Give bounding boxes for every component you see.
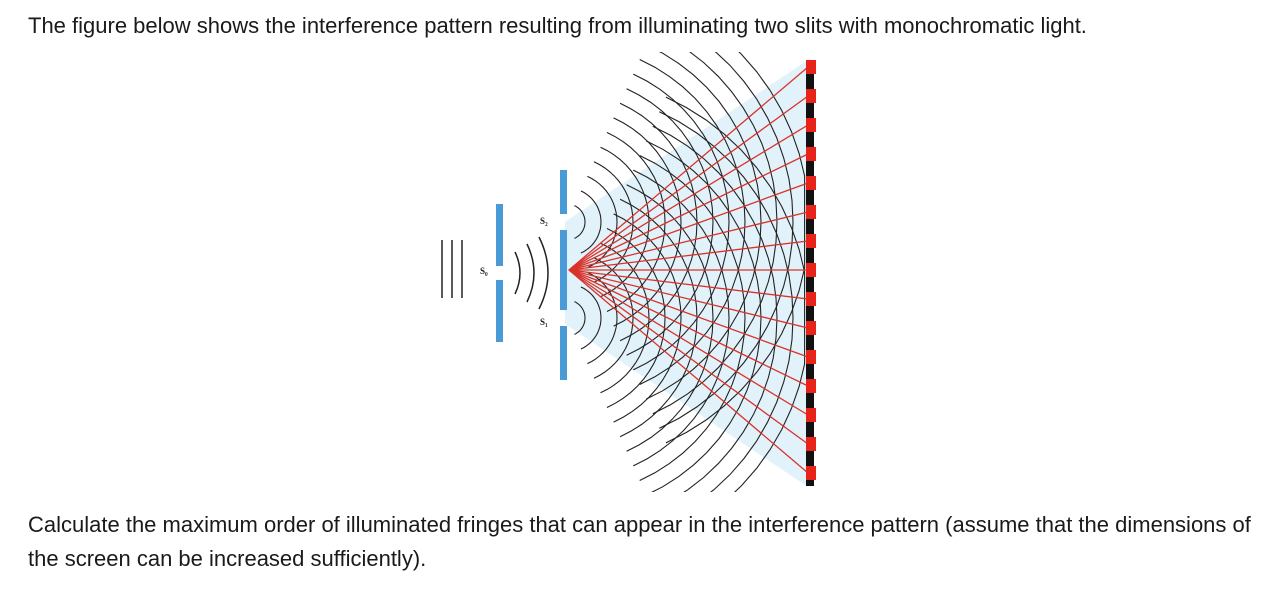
wavelet-arc [639,155,746,481]
fringe-ray [568,153,809,271]
circular-wave-3 [538,236,549,310]
bright-fringe [806,321,816,335]
wavelet-arc [652,52,778,415]
second-barrier-bottom [560,326,567,380]
wavelet-arc [626,88,714,356]
fringe-ray [568,240,809,271]
bright-fringe [806,408,816,422]
intro-text: The figure below shows the interference … [28,13,1087,38]
bright-fringe [806,60,816,74]
first-barrier-bottom [496,280,503,342]
wavelet-arc [665,96,806,492]
wavelet-arc [580,190,602,254]
fringe-ray [568,269,809,300]
fringe-ray [568,182,809,271]
bright-fringe [806,176,816,190]
screen-fringes [806,60,816,480]
wavelet-arc [593,161,634,283]
fringe-ray [568,269,809,474]
wavelet-arc [606,228,666,408]
wavelet-arc [574,205,586,239]
fringe-ray [568,66,809,271]
wavelet-arc [593,257,634,379]
bright-fringe-rays [568,66,809,474]
fringe-ray [568,124,809,271]
wavelet-arc [665,52,806,444]
wavelet-arc [587,175,618,269]
bright-fringe [806,292,816,306]
wavelet-arc [659,52,794,429]
second-barrier-middle [560,230,567,310]
fringe-ray [568,269,809,358]
fringe-ray [568,95,809,271]
source-label: S₀ [480,266,488,276]
bright-fringe [806,234,816,248]
fringe-ray [568,211,809,271]
double-slit-figure: S₀ S₂ S₁ [420,52,840,492]
wavelet-arc [574,301,586,335]
first-barrier-top [496,204,503,266]
wavelet-arc [659,111,794,492]
circular-wave-1 [514,251,521,295]
wavelet-arc [626,184,714,452]
fringe-ray [568,269,809,416]
slit-lower-label: S₁ [540,317,548,327]
wavelet-arc [580,286,602,350]
wavelet-arc [652,125,778,492]
slit-upper-label: S₂ [540,216,548,226]
bright-fringe [806,379,816,393]
circular-wave-2 [526,243,535,303]
bright-fringe [806,118,816,132]
fringe-ray [568,269,809,329]
second-barrier-top [560,170,567,214]
fringe-ray [568,269,809,387]
fringe-ray [568,269,809,445]
wavelet-arc [606,132,666,312]
wavelet-arc [645,52,762,400]
question-text: Calculate the maximum order of illuminat… [28,512,1251,571]
wavelet-arc [619,198,698,438]
bright-fringe [806,147,816,161]
interference-diagram: S₀ S₂ S₁ [441,52,816,492]
wavelet-arc [632,73,730,371]
bright-fringe [806,89,816,103]
wavelet-arc [632,169,730,467]
wavelet-arc [645,140,762,492]
bright-fringe [806,437,816,451]
bright-fringe [806,263,816,277]
bright-fringe [806,205,816,219]
wavelet-arc [587,271,618,365]
bright-fringe [806,350,816,364]
wavelet-arc [613,213,682,423]
wavelet-arc [639,59,746,385]
bright-fringe [806,466,816,480]
wavelet-lines [574,52,806,492]
